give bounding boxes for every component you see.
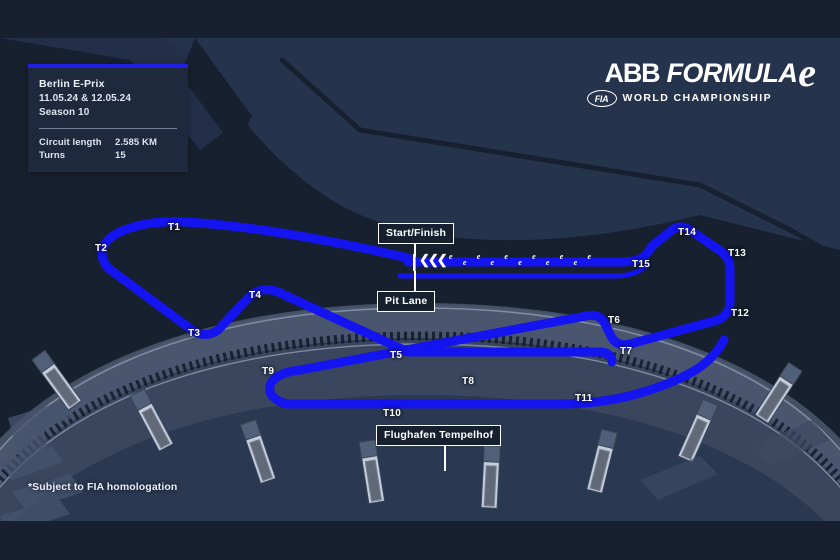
stat-value-turns: 15 <box>115 150 126 161</box>
pit-box-marker: e <box>587 252 591 261</box>
pit-box-marker: e <box>490 258 495 267</box>
pit-box-marker: e <box>462 258 467 267</box>
turn-label-t3: T3 <box>188 328 201 339</box>
turn-label-t13: T13 <box>728 248 747 259</box>
pit-box-marker: e <box>449 252 453 261</box>
abb-formula-e-logo: ABB FORMULA e FIA WORLD CHAMPIONSHIP <box>586 50 816 107</box>
turn-label-t14: T14 <box>678 227 697 238</box>
season-label: Season 10 <box>39 107 90 118</box>
circuit-name: Berlin E-Prix <box>39 78 105 90</box>
stat-label-turns: Turns <box>39 150 66 161</box>
pit-box-marker: e <box>559 252 564 261</box>
stat-row-circuit-length: Circuit length 2.585 KM <box>39 136 177 149</box>
formula-e-mark-icon: e <box>798 50 816 95</box>
turn-label-t11: T11 <box>575 393 593 404</box>
turn-label-t2: T2 <box>95 243 108 254</box>
start-finish-line <box>413 254 416 271</box>
pit-box-marker: e <box>518 258 522 267</box>
pit-lane-callout: Pit Lane <box>377 291 436 312</box>
turn-label-t1: T1 <box>168 222 181 233</box>
turn-label-t9: T9 <box>262 366 275 377</box>
pit-lane-leader-line <box>414 271 416 291</box>
track-lower-return <box>265 335 729 409</box>
turn-label-t4: T4 <box>249 290 262 301</box>
logo-top-row: ABB FORMULA e <box>587 50 816 95</box>
homologation-footnote: *Subject to FIA homologation <box>28 481 178 493</box>
track-direction-arrows: ❮❮❮ <box>419 252 448 267</box>
venue-leader-line <box>444 445 446 471</box>
track-lower-section <box>403 347 617 367</box>
start-finish-callout: Start/Finish <box>378 223 455 244</box>
venue-callout: Flughafen Tempelhof <box>376 425 502 446</box>
track-main-straight <box>295 222 735 375</box>
bottom-strip <box>0 521 840 560</box>
race-track <box>97 217 735 409</box>
start-finish-leader-line <box>414 243 416 257</box>
turn-label-t6: T6 <box>608 315 621 326</box>
pit-box-marker: e <box>573 258 578 267</box>
fia-badge-icon: FIA <box>586 90 617 107</box>
logo-bottom-row: FIA WORLD CHAMPIONSHIP <box>586 90 772 107</box>
stat-value-circuit-length: 2.585 KM <box>115 137 157 148</box>
turn-label-t12: T12 <box>731 308 750 319</box>
turn-label-t7: T7 <box>620 346 633 357</box>
formula-wordmark: FORMULA <box>666 57 798 88</box>
pit-lane-path <box>397 261 651 279</box>
world-championship-text: WORLD CHAMPIONSHIP <box>622 92 772 104</box>
event-dates: 11.05.24 & 12.05.24 <box>39 93 131 104</box>
turn-label-t8: T8 <box>462 376 475 387</box>
turn-label-t5: T5 <box>390 350 403 361</box>
turn-label-t10: T10 <box>383 408 402 419</box>
track-upper-left <box>97 217 413 357</box>
circuit-info-panel: Berlin E-Prix 11.05.24 & 12.05.24 Season… <box>28 64 188 172</box>
pit-box-marker: e <box>504 252 508 261</box>
panel-divider <box>39 128 177 129</box>
pit-box-marker: e <box>545 258 550 267</box>
pit-box-marker: e <box>476 252 481 261</box>
pit-box-marker: e <box>532 252 536 261</box>
ancillary-buildings-right <box>640 420 830 500</box>
abb-wordmark: ABB <box>604 57 661 88</box>
stat-row-turns: Turns 15 <box>39 149 177 162</box>
turn-label-t15: T15 <box>632 259 651 270</box>
stat-label-circuit-length: Circuit length <box>39 137 102 148</box>
